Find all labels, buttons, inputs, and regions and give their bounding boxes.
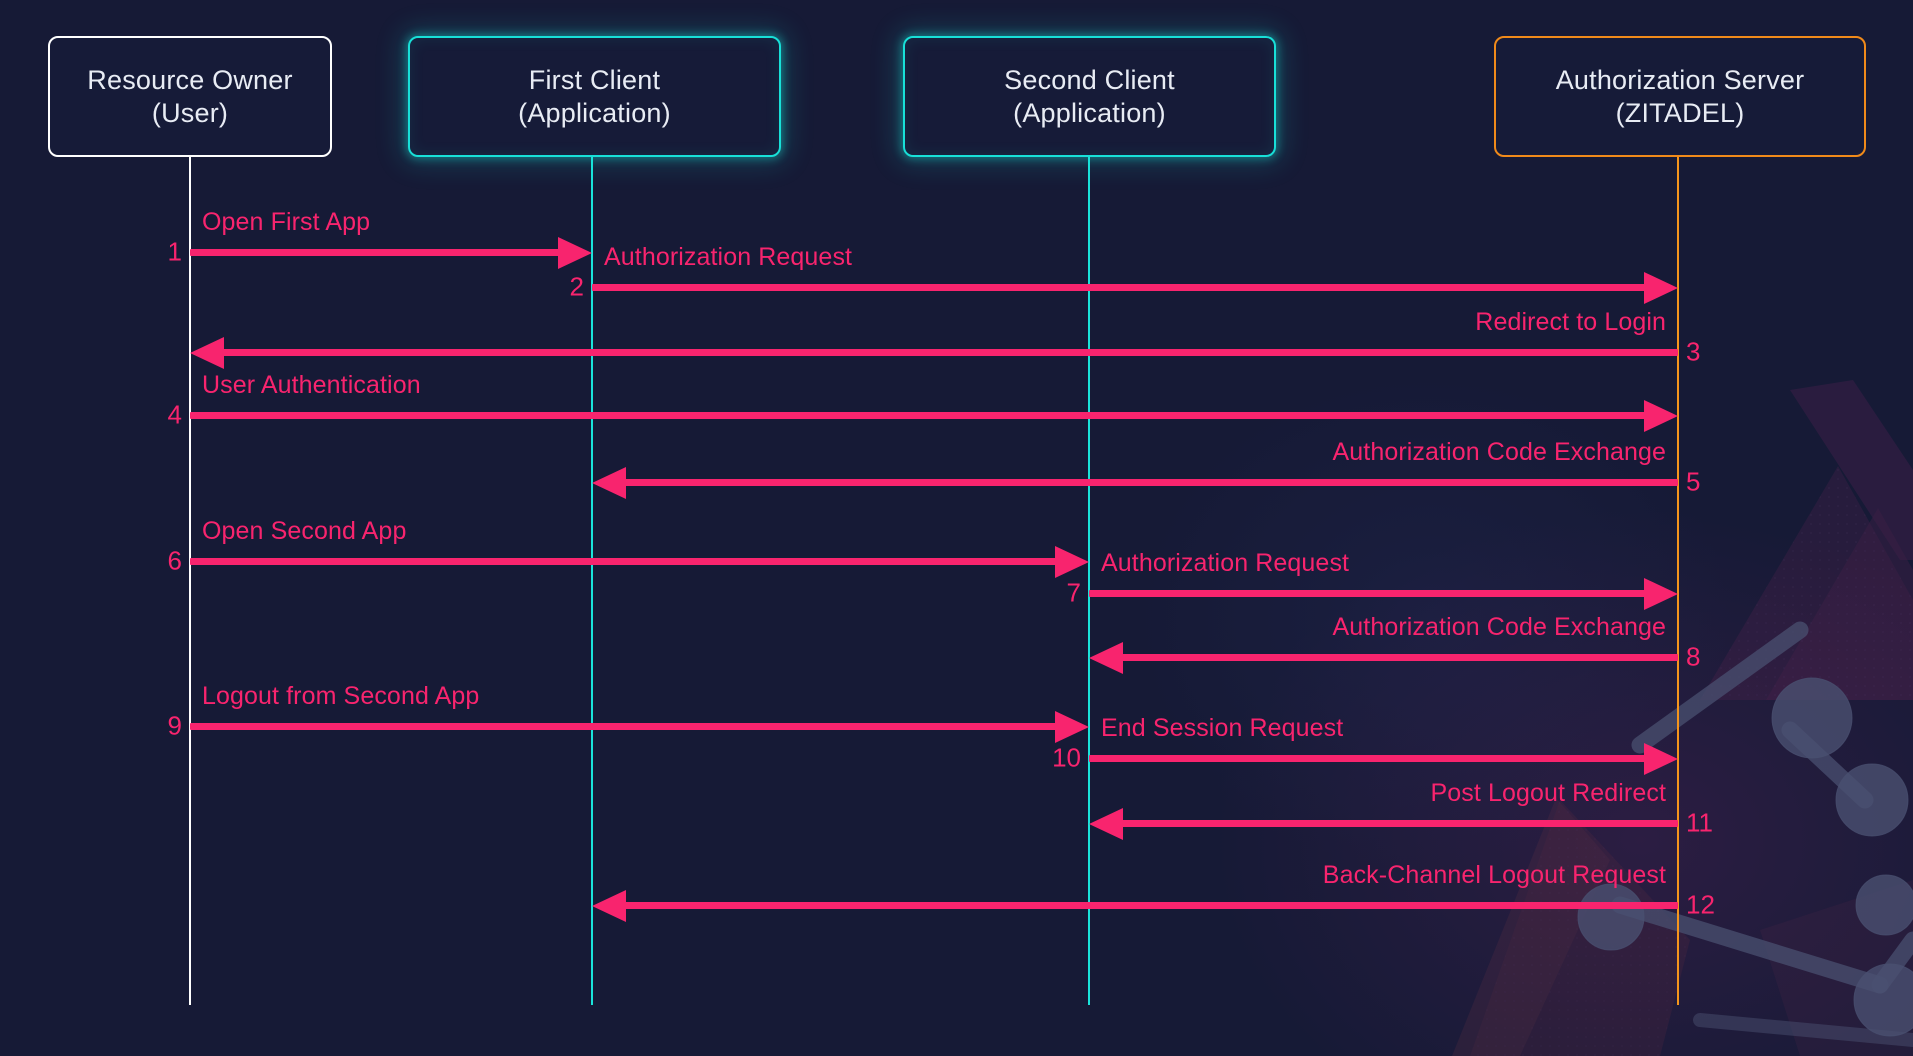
message-label: Authorization Request (604, 243, 853, 271)
message-number: 2 (569, 271, 584, 302)
message-number: 4 (167, 399, 182, 430)
message-label: Open Second App (202, 517, 407, 545)
lifeline-second-client (1087, 157, 1091, 1005)
message-arrowhead-right (1644, 742, 1678, 775)
message-number: 11 (1686, 807, 1713, 838)
message-line (1089, 755, 1652, 762)
message-arrowhead-right (1644, 577, 1678, 610)
message-label: Authorization Request (1101, 549, 1350, 577)
message-arrowhead-right (1055, 545, 1089, 578)
message-line (618, 902, 1678, 909)
participant-label: Authorization Server (ZITADEL) (1555, 64, 1805, 128)
lifeline-resource-owner (188, 157, 192, 1005)
message-line (1089, 590, 1652, 597)
message-number: 9 (167, 710, 182, 741)
message-arrowhead-right (1644, 399, 1678, 432)
message-number: 7 (1066, 577, 1081, 608)
message-arrowhead-left (592, 466, 626, 499)
participant-label: First Client (Application) (518, 64, 671, 128)
message-label: Authorization Code Exchange (1332, 613, 1666, 641)
message-number: 10 (1052, 742, 1081, 773)
message-label: End Session Request (1101, 714, 1344, 742)
message-arrowhead-left (1089, 641, 1123, 674)
message-line (1115, 820, 1678, 827)
message-label: Authorization Code Exchange (1332, 438, 1666, 466)
message-number: 12 (1686, 889, 1715, 920)
message-label: Open First App (202, 208, 371, 236)
message-label: User Authentication (202, 371, 421, 399)
participant-resource-owner[interactable]: Resource Owner (User) (48, 36, 332, 157)
message-number: 3 (1686, 336, 1701, 367)
message-line (1115, 654, 1678, 661)
message-label: Logout from Second App (202, 682, 480, 710)
message-arrowhead-left (592, 889, 626, 922)
message-line (190, 412, 1652, 419)
message-number: 5 (1686, 466, 1701, 497)
participant-label: Second Client (Application) (1004, 64, 1175, 128)
message-label: Redirect to Login (1475, 308, 1666, 336)
message-line (190, 558, 1063, 565)
message-line (190, 723, 1063, 730)
message-number: 1 (167, 236, 182, 267)
message-line (618, 479, 1678, 486)
message-arrowhead-right (1055, 710, 1089, 743)
lifeline-authorization-server (1676, 157, 1680, 1005)
message-number: 8 (1686, 641, 1701, 672)
message-number: 6 (167, 545, 182, 576)
participant-authorization-server[interactable]: Authorization Server (ZITADEL) (1494, 36, 1866, 157)
message-arrowhead-right (558, 236, 592, 269)
participant-second-client[interactable]: Second Client (Application) (903, 36, 1276, 157)
message-arrowhead-left (190, 336, 224, 369)
participant-first-client[interactable]: First Client (Application) (408, 36, 781, 157)
message-label: Back-Channel Logout Request (1322, 861, 1666, 889)
message-line (592, 284, 1652, 291)
message-label: Post Logout Redirect (1430, 779, 1666, 807)
lifeline-first-client (590, 157, 594, 1005)
message-line (190, 249, 566, 256)
participant-label: Resource Owner (User) (87, 64, 293, 128)
message-arrowhead-right (1644, 271, 1678, 304)
message-arrowhead-left (1089, 807, 1123, 840)
message-line (216, 349, 1678, 356)
